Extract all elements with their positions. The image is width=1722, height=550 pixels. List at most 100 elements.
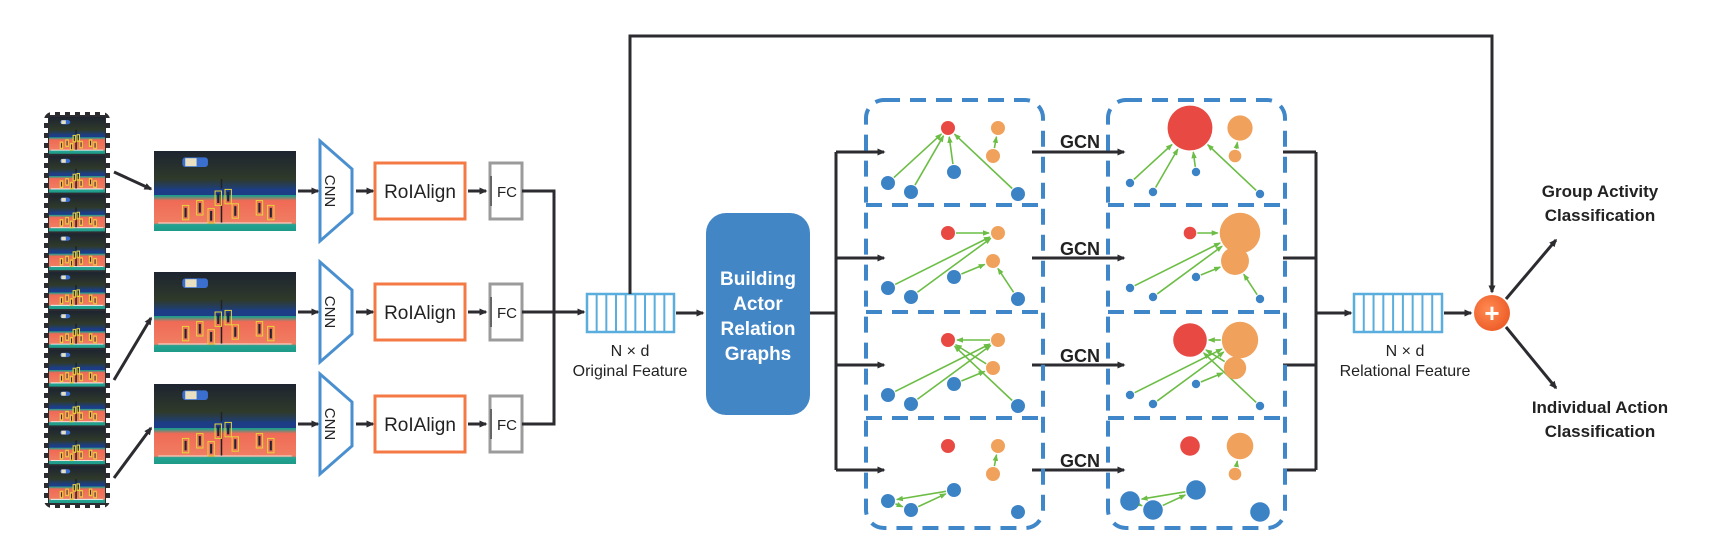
graph-edge bbox=[1134, 348, 1223, 394]
sprocket-hole bbox=[44, 348, 48, 353]
graph-edge bbox=[1205, 349, 1226, 363]
relational-feature: N × d Relational Feature bbox=[1340, 292, 1471, 380]
player-box bbox=[59, 296, 64, 305]
graph-edge bbox=[1156, 351, 1225, 402]
sprocket-hole bbox=[44, 148, 48, 153]
original-feature-dims: N × d bbox=[611, 343, 650, 360]
player-box bbox=[88, 372, 93, 380]
sampled-frame-3 bbox=[154, 384, 296, 464]
fc-label: FC bbox=[497, 417, 517, 434]
barg-line-1: Building bbox=[720, 269, 796, 290]
player-box bbox=[65, 216, 69, 225]
actor-node-r bbox=[941, 439, 955, 453]
actor-node-b3 bbox=[1191, 379, 1201, 389]
relational-feature-dims: N × d bbox=[1386, 343, 1425, 360]
group-activity-label-2: Classification bbox=[1545, 206, 1656, 225]
sprocket-hole bbox=[44, 178, 48, 183]
roialign-block bbox=[373, 161, 467, 221]
player-box bbox=[255, 433, 264, 449]
player-box bbox=[93, 451, 97, 460]
player-box bbox=[65, 372, 69, 380]
actor-node-o2 bbox=[1223, 356, 1247, 380]
group-activity-label-1: Group Activity bbox=[1542, 182, 1659, 201]
strip-frame bbox=[49, 311, 105, 348]
actor-node-o1 bbox=[1227, 115, 1253, 141]
player-box bbox=[79, 140, 83, 149]
actor-node-o1 bbox=[991, 226, 1005, 240]
output-graph-panel bbox=[1106, 98, 1287, 530]
sprocket-hole bbox=[44, 408, 48, 413]
player-box bbox=[207, 441, 215, 457]
sprocket-hole bbox=[44, 388, 48, 393]
actor-node-o2 bbox=[986, 361, 1000, 375]
sprocket-hole bbox=[44, 368, 48, 373]
player-box bbox=[88, 255, 93, 264]
cnn-block bbox=[318, 258, 354, 366]
plus-circle bbox=[1474, 295, 1510, 331]
graph-edge bbox=[1133, 143, 1173, 181]
sprocket-hole bbox=[106, 428, 110, 433]
actor-node-o2 bbox=[1228, 467, 1242, 481]
player-box bbox=[79, 257, 83, 265]
sprocket-hole bbox=[44, 338, 48, 343]
sprocket-hole bbox=[106, 178, 110, 183]
strip-frame bbox=[49, 427, 105, 465]
input-graph-3 bbox=[881, 333, 1025, 413]
actor-node-b1 bbox=[881, 176, 895, 190]
sprocket-hole bbox=[70, 112, 75, 115]
strip-frame bbox=[49, 233, 105, 271]
sprocket-hole bbox=[106, 258, 110, 263]
sprocket-hole bbox=[44, 358, 48, 363]
actor-node-b1 bbox=[881, 494, 895, 508]
graph-edge bbox=[1233, 141, 1240, 149]
actor-node-o2 bbox=[986, 149, 1000, 163]
player-box bbox=[181, 437, 190, 454]
fc-label: FC bbox=[497, 184, 517, 201]
player-box bbox=[65, 333, 69, 341]
sprocket-hole bbox=[100, 505, 105, 508]
cnn-label: CNN bbox=[321, 408, 338, 441]
actor-node-r bbox=[1167, 105, 1213, 151]
player-box bbox=[79, 373, 83, 382]
actor-node-o1 bbox=[1219, 212, 1261, 254]
player-box bbox=[76, 483, 81, 491]
player-box bbox=[69, 298, 74, 306]
player-box bbox=[76, 289, 81, 297]
sprocket-hole bbox=[106, 218, 110, 223]
sprocket-hole bbox=[106, 228, 110, 233]
actor-node-o2 bbox=[1221, 247, 1249, 275]
sprocket-hole bbox=[44, 248, 48, 253]
player-box bbox=[59, 451, 64, 460]
graph-edge bbox=[1200, 372, 1224, 383]
player-box bbox=[65, 139, 69, 147]
player-box bbox=[79, 489, 83, 498]
actor-node-b2 bbox=[904, 503, 918, 517]
player-box bbox=[59, 141, 64, 150]
player-box bbox=[79, 295, 83, 304]
actor-node-b1 bbox=[881, 388, 895, 402]
gcn-labels: GCN GCN GCN GCN bbox=[1060, 132, 1100, 471]
sprocket-hole bbox=[44, 228, 48, 233]
strip-frame bbox=[49, 194, 105, 232]
sprocket-hole bbox=[106, 158, 110, 163]
connectors bbox=[112, 34, 1558, 479]
graph-edge bbox=[916, 237, 992, 293]
sprocket-hole bbox=[106, 358, 110, 363]
player-box bbox=[181, 325, 190, 342]
sprocket-hole bbox=[106, 318, 110, 323]
original-feature-vector bbox=[585, 292, 676, 334]
panel-outline bbox=[1106, 98, 1287, 530]
player-box bbox=[76, 211, 81, 220]
sprocket-hole bbox=[44, 258, 48, 263]
player-box bbox=[65, 410, 69, 419]
sprocket-hole bbox=[44, 278, 48, 283]
player-box bbox=[88, 216, 93, 225]
sprocket-hole bbox=[44, 438, 48, 443]
player-box bbox=[231, 203, 239, 219]
graph-edge bbox=[893, 133, 943, 179]
relational-feature-label: Relational Feature bbox=[1340, 363, 1471, 380]
strip-frame bbox=[49, 272, 105, 309]
graph-edge bbox=[1191, 151, 1197, 167]
actor-node-o2 bbox=[986, 254, 1000, 268]
